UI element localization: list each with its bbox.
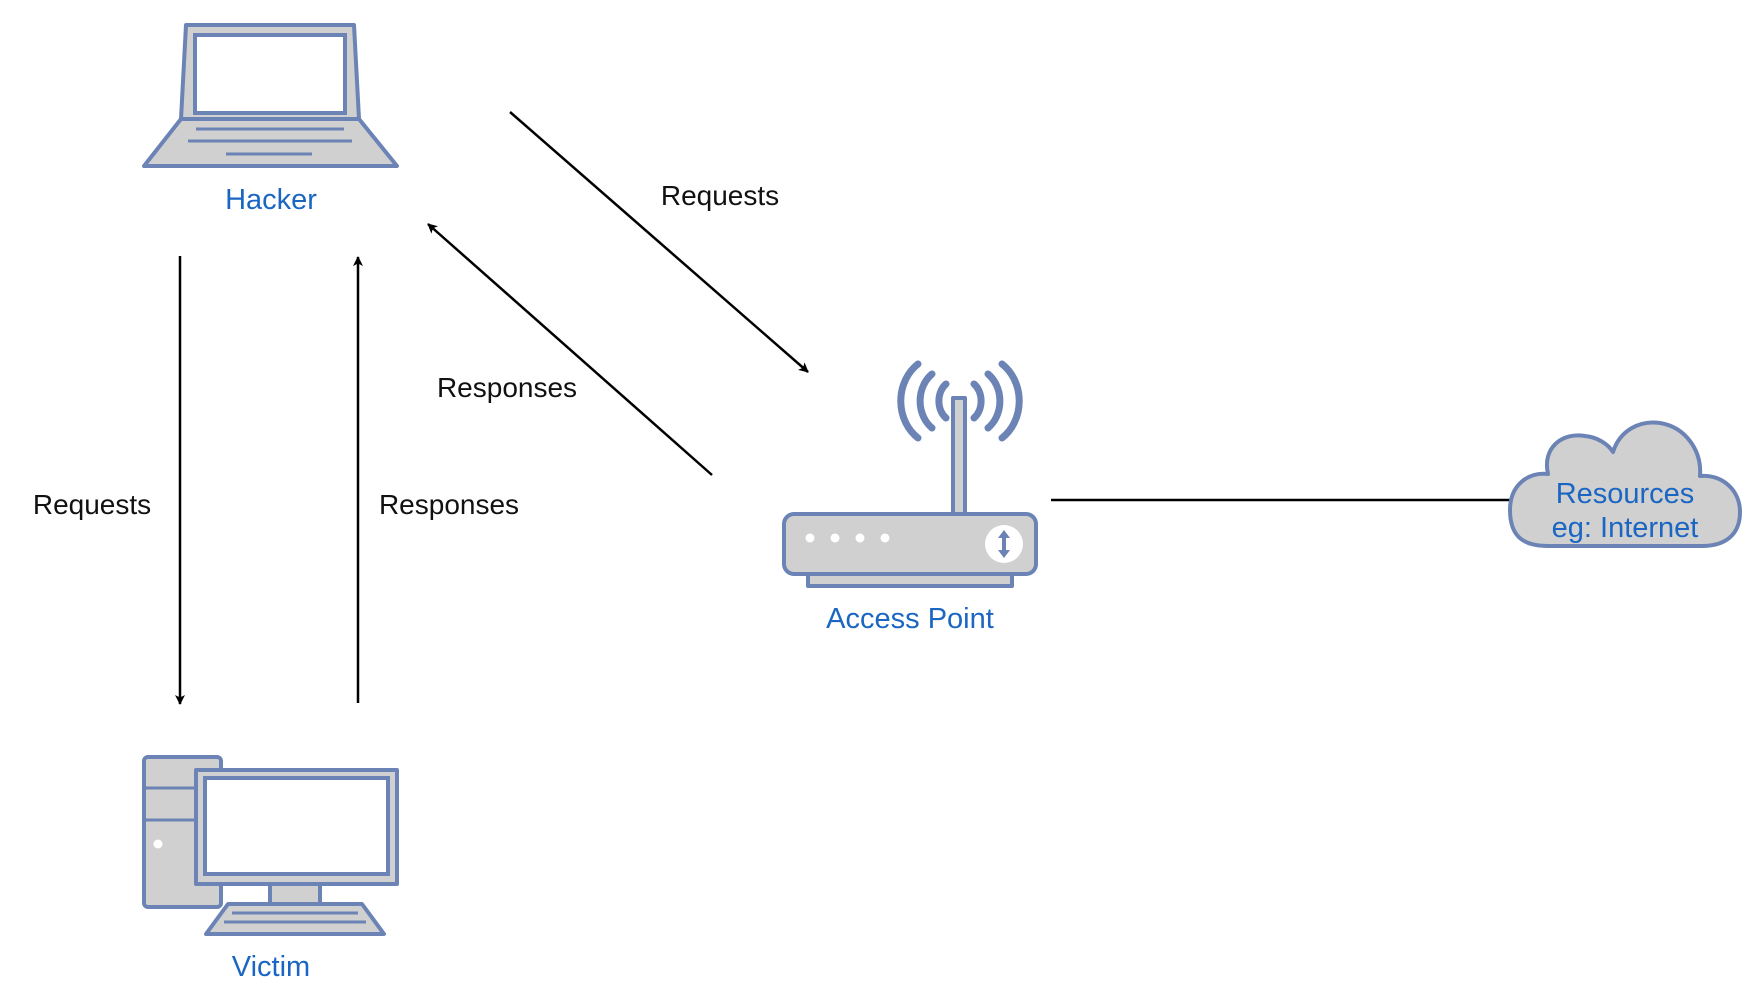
resources-label-line1: Resources: [1556, 478, 1695, 510]
resources-node[interactable]: Resources eg: Internet: [1508, 420, 1742, 548]
access-point-node[interactable]: Access Point: [782, 360, 1038, 635]
desktop-computer-icon: [142, 755, 399, 936]
cloud-icon: [1508, 420, 1742, 548]
edge-label-ap-to-hacker: Responses: [437, 372, 577, 403]
edge-ap-to-hacker-responses: [427, 223, 713, 476]
resources-label-line2: eg: Internet: [1552, 512, 1699, 544]
edge-hacker-to-ap-requests: [509, 111, 809, 373]
victim-node[interactable]: Victim: [142, 755, 399, 983]
access-point-label: Access Point: [826, 603, 994, 635]
victim-label: Victim: [232, 951, 310, 983]
laptop-icon: [142, 23, 399, 168]
edge-label-victim-to-hacker: Responses: [379, 489, 519, 520]
hacker-node[interactable]: Hacker: [142, 23, 399, 216]
wireless-router-icon: [782, 360, 1038, 588]
hacker-label: Hacker: [225, 184, 317, 216]
edge-label-hacker-to-ap: Requests: [661, 180, 779, 211]
edge-label-hacker-to-victim: Requests: [33, 489, 151, 520]
